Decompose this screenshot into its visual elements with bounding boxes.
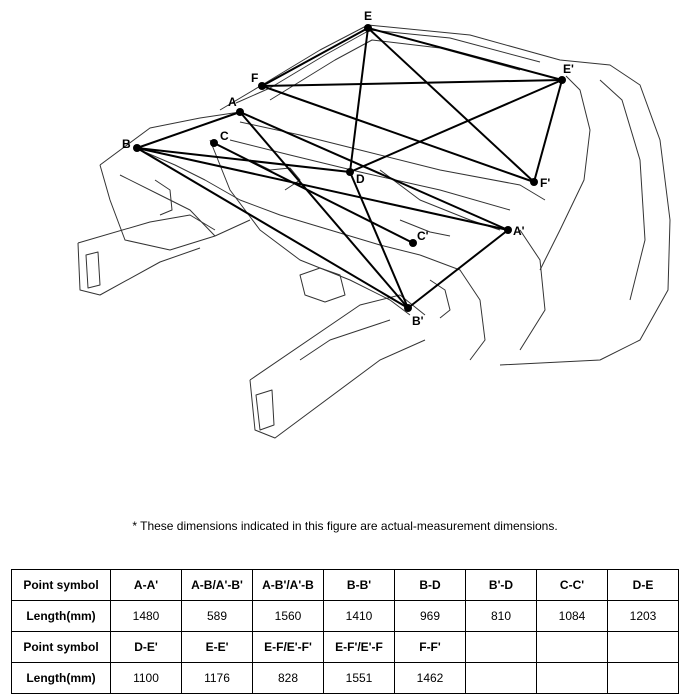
line-e-prime-f-prime [533, 79, 563, 183]
point-b-marker [133, 144, 141, 152]
table-cell: Point symbol [11, 569, 111, 601]
table-cell: 1084 [536, 600, 608, 632]
table-cell: 1410 [323, 600, 395, 632]
line-e-e-prime [367, 27, 563, 81]
table-cell: A-B/A'-B' [181, 569, 253, 601]
table-cell: D-E [607, 569, 679, 601]
table-cell: 1480 [110, 600, 182, 632]
line-e-prime-f [261, 79, 563, 87]
table-row: Length(mm) 1100 1176 828 1551 1462 [11, 662, 679, 694]
table-cell [607, 631, 679, 663]
table-cell: 1551 [323, 662, 395, 694]
table-cell [465, 662, 537, 694]
table-cell: A-B'/A'-B [252, 569, 324, 601]
measurement-points [133, 24, 566, 312]
table-cell: A-A' [110, 569, 182, 601]
point-b-label: B [122, 137, 131, 151]
table-cell: E-E' [181, 631, 253, 663]
line-b-b-prime [136, 147, 409, 309]
point-f-label: F [251, 71, 258, 85]
point-labels: A B C D E F A' B' C' E' F' [122, 9, 574, 328]
table-cell: 1203 [607, 600, 679, 632]
line-e-f [261, 27, 369, 87]
point-c-label: C [220, 129, 229, 143]
point-a-marker [236, 108, 244, 116]
table-cell: B'-D [465, 569, 537, 601]
point-e-label: E [364, 9, 372, 23]
point-b-prime-marker [404, 304, 412, 312]
point-c-prime-label: C' [417, 229, 429, 243]
measurement-lines [136, 27, 563, 309]
table-cell: 1176 [181, 662, 253, 694]
body-dimension-diagram: A B C D E F A' B' C' E' F' [77, 9, 671, 439]
line-a-a-prime [239, 111, 509, 231]
point-b-prime-label: B' [412, 314, 424, 328]
table-cell: B-B' [323, 569, 395, 601]
table-cell: F-F' [394, 631, 466, 663]
table-cell: 1560 [252, 600, 324, 632]
table-row: Point symbol A-A' A-B/A'-B' A-B'/A'-B B-… [11, 569, 679, 601]
point-a-label: A [228, 95, 237, 109]
line-f-f-prime [261, 85, 535, 183]
table-cell: E-F/E'-F' [252, 631, 324, 663]
point-f-prime-label: F' [540, 176, 550, 190]
point-e-marker [364, 24, 372, 32]
line-b-d [136, 147, 351, 173]
point-d-label: D [356, 172, 365, 186]
table-cell: 828 [252, 662, 324, 694]
line-b-a-prime [136, 147, 509, 231]
table-cell: 969 [394, 600, 466, 632]
line-b-prime-d [349, 171, 409, 309]
vehicle-body-outline [77, 24, 671, 439]
point-f-prime-marker [530, 178, 538, 186]
line-c-c-prime [213, 142, 414, 244]
table-cell: 810 [465, 600, 537, 632]
table-row: Point symbol D-E' E-E' E-F/E'-F' E-F'/E'… [11, 631, 679, 663]
point-c-prime-marker [409, 239, 417, 247]
table-cell: 1462 [394, 662, 466, 694]
table-cell: 589 [181, 600, 253, 632]
point-a-prime-label: A' [513, 224, 525, 238]
line-a-prime-b-prime [407, 229, 509, 309]
table-cell: B-D [394, 569, 466, 601]
table-cell [607, 662, 679, 694]
point-e-prime-label: E' [563, 62, 574, 76]
table-cell [536, 662, 608, 694]
table-cell [536, 631, 608, 663]
point-a-prime-marker [504, 226, 512, 234]
point-d-marker [346, 168, 354, 176]
table-row: Length(mm) 1480 589 1560 1410 969 810 10… [11, 600, 679, 632]
table-cell: D-E' [110, 631, 182, 663]
measurement-note: * These dimensions indicated in this fig… [132, 519, 558, 533]
table-cell: Length(mm) [11, 662, 111, 694]
line-a-b-prime [239, 111, 409, 309]
line-d-e [349, 27, 369, 173]
table-cell: Length(mm) [11, 600, 111, 632]
table-cell [465, 631, 537, 663]
dimension-table: Point symbol A-A' A-B/A'-B' A-B'/A'-B B-… [11, 569, 679, 694]
line-d-e-prime [349, 79, 563, 173]
line-a-b [136, 111, 241, 149]
table-cell: Point symbol [11, 631, 111, 663]
table-cell: E-F'/E'-F [323, 631, 395, 663]
point-c-marker [210, 139, 218, 147]
point-e-prime-marker [558, 76, 566, 84]
table-cell: C-C' [536, 569, 608, 601]
line-e-f-prime [367, 27, 535, 183]
point-f-marker [258, 82, 266, 90]
table-cell: 1100 [110, 662, 182, 694]
